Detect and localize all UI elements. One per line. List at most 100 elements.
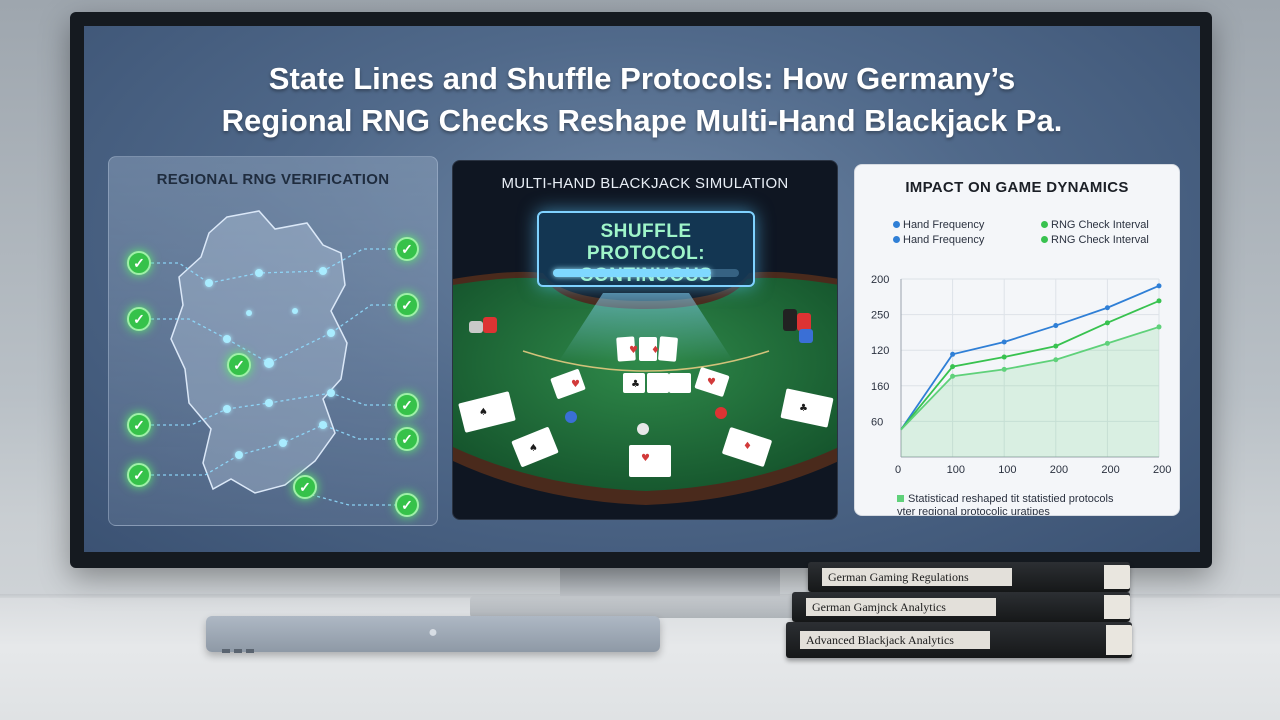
y-tick-label: 160 <box>871 381 889 393</box>
legend-swatch <box>1041 236 1048 243</box>
series-area <box>901 326 1159 457</box>
germany-map <box>145 210 403 506</box>
laptop: ● <box>206 616 660 653</box>
svg-text:♥: ♥ <box>629 345 638 356</box>
shuffle-protocol-label: SHUFFLE PROTOCOL: <box>586 221 706 264</box>
data-point <box>1104 305 1110 311</box>
book-spine-title: German Gaming Regulations <box>822 568 1012 586</box>
verified-check-icon: ✓ <box>395 393 419 417</box>
shuffle-protocol-badge: SHUFFLE PROTOCOL: CONTINUOUS <box>537 211 755 287</box>
svg-text:♥: ♥ <box>571 379 580 390</box>
data-point <box>1053 343 1059 349</box>
book-pages <box>1104 595 1130 619</box>
monitor-stand-base <box>470 596 800 618</box>
svg-text:♥: ♥ <box>641 453 650 464</box>
data-point <box>1001 366 1007 372</box>
legend-label: RNG Check Interval <box>1051 219 1149 231</box>
x-tick-label: 100 <box>947 464 965 476</box>
book: German Gaming Regulations <box>808 562 1130 592</box>
book-pages <box>1104 565 1130 589</box>
verified-check-icon: ✓ <box>127 413 151 437</box>
series-line <box>900 300 1160 431</box>
verified-check-icon: ✓ <box>227 353 251 377</box>
legend-label: Hand Frequency <box>903 219 985 231</box>
svg-text:♠: ♠ <box>529 443 538 454</box>
card-pips: ♥ ♦ ♥ ♥ ♦ ♥ <box>571 345 752 464</box>
legend-item: RNG Check Interval <box>1041 234 1149 246</box>
svg-text:♥: ♥ <box>707 377 716 388</box>
verified-check-icon: ✓ <box>127 463 151 487</box>
legend-item: RNG Check Interval <box>1041 219 1149 231</box>
playing-cards <box>458 336 834 477</box>
book-pages <box>1106 625 1132 655</box>
data-point <box>1001 339 1007 345</box>
germany-outline <box>170 210 348 494</box>
verified-check-icon: ✓ <box>293 475 317 499</box>
svg-text:♠: ♠ <box>479 407 488 418</box>
footnote-line-2: vter regional protocolic uratipes <box>897 506 1050 516</box>
blackjack-simulation-heading: MULTI-HAND BLACKJACK SIMULATION <box>501 175 789 192</box>
svg-text:♦: ♦ <box>743 441 752 452</box>
page-title-line-2: Regional RNG Checks Reshape Multi-Hand B… <box>221 103 1063 138</box>
data-point <box>950 373 956 379</box>
series-line <box>900 285 1160 431</box>
shuffle-progress-fill <box>553 269 712 277</box>
y-tick-label: 200 <box>871 274 889 286</box>
verified-check-icon: ✓ <box>127 307 151 331</box>
impact-line-chart: 200 250 120 160 60 0 100 100 200 200 200 <box>871 274 1171 476</box>
chip-stacks <box>469 309 813 435</box>
legend-label: Hand Frequency <box>903 234 985 246</box>
y-tick-label: 250 <box>871 310 889 322</box>
x-tick-label: 200 <box>1050 464 1068 476</box>
data-point <box>1156 324 1162 330</box>
y-tick-label: 120 <box>871 345 889 357</box>
book-spine-title: Advanced Blackjack Analytics <box>800 631 990 649</box>
legend-swatch <box>893 236 900 243</box>
verified-check-icon: ✓ <box>395 493 419 517</box>
x-tick-label: 100 <box>998 464 1016 476</box>
verified-check-icon: ✓ <box>395 237 419 261</box>
verified-check-icon: ✓ <box>127 251 151 275</box>
svg-text:♣: ♣ <box>799 403 808 414</box>
laptop-ports <box>222 640 258 658</box>
page-title-line-1: State Lines and Shuffle Protocols: How G… <box>268 61 1016 96</box>
book: German Gamjnck Analytics <box>792 592 1130 622</box>
data-point <box>950 351 956 357</box>
verified-check-icon: ✓ <box>395 293 419 317</box>
book: Advanced Blackjack Analytics <box>786 622 1132 658</box>
legend-swatch <box>893 221 900 228</box>
x-tick-label: 200 <box>1153 464 1171 476</box>
page-title: State Lines and Shuffle Protocols: How G… <box>104 58 1180 142</box>
book-spine-title: German Gamjnck Analytics <box>806 598 996 616</box>
blackjack-table: ♥ ♦ ♥ ♥ ♦ ♥ ♠ ♣ ♠ ♣ <box>453 271 837 505</box>
legend-swatch <box>1041 221 1048 228</box>
x-tick-label: 200 <box>1101 464 1119 476</box>
regional-rng-heading: REGIONAL RNG VERIFICATION <box>156 171 390 188</box>
chart-footnote: Statisticad reshaped tit statistied prot… <box>897 493 1167 516</box>
x-tick-label: 0 <box>895 464 901 476</box>
apple-logo-icon: ● <box>428 624 438 641</box>
verified-check-icon: ✓ <box>395 427 419 451</box>
data-point <box>1104 320 1110 326</box>
footnote-swatch <box>897 495 904 502</box>
hologram-beam <box>559 293 733 361</box>
card-pips-dark: ♠ ♣ ♠ ♣ <box>479 379 808 454</box>
data-point <box>1053 323 1059 329</box>
data-point <box>1001 354 1007 360</box>
svg-text:♦: ♦ <box>651 345 660 356</box>
shuffle-progress-track <box>553 269 739 277</box>
game-dynamics-panel: IMPACT ON GAME DYNAMICS Hand Frequency H… <box>854 164 1180 516</box>
footnote-line-1: Statisticad reshaped tit statistied prot… <box>908 493 1114 505</box>
data-point <box>950 364 956 370</box>
legend-item: Hand Frequency <box>893 234 984 246</box>
table-arc <box>522 350 770 372</box>
data-point <box>1156 283 1162 289</box>
data-point <box>1156 298 1162 304</box>
legend-item: Hand Frequency <box>893 219 984 231</box>
y-tick-label: 60 <box>871 416 883 428</box>
regional-rng-panel: REGIONAL RNG VERIFICATION <box>108 156 438 526</box>
data-point <box>1053 357 1059 363</box>
data-point <box>1104 340 1110 346</box>
series-line <box>900 326 1160 431</box>
svg-text:♣: ♣ <box>631 379 640 390</box>
